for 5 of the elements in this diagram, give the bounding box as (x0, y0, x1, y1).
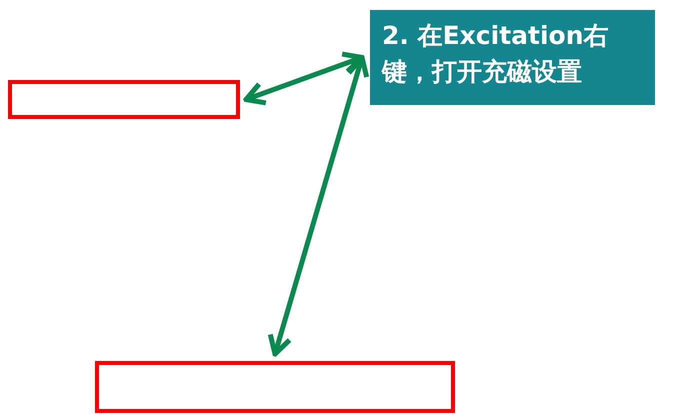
highlight-frame (8, 80, 240, 119)
highlight-frame (95, 361, 455, 413)
callout-box: 2. 在Excitation右键，打开充磁设置 (370, 10, 655, 105)
arrow (268, 55, 370, 356)
arrow (244, 52, 364, 106)
